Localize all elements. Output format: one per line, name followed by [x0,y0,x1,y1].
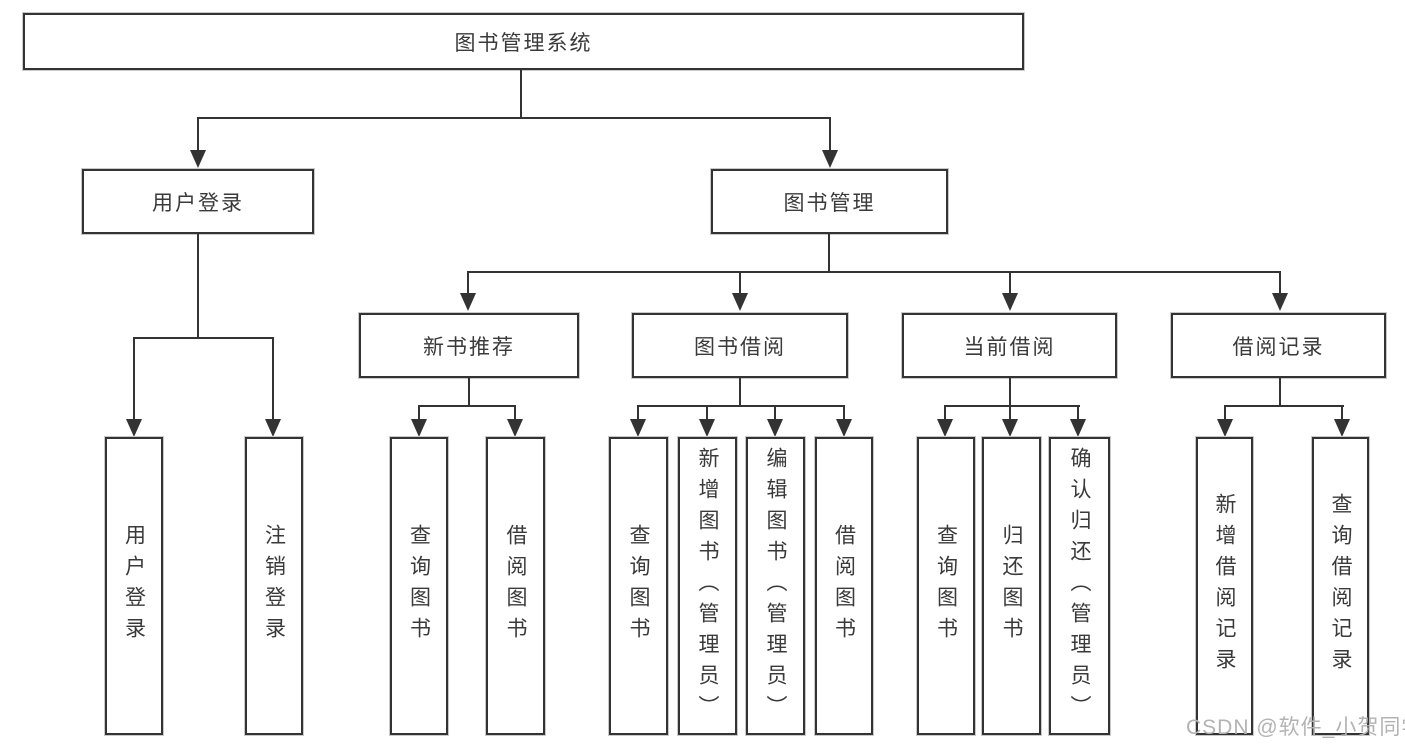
connector-stub [706,405,708,425]
arrow-down [411,419,427,437]
connector-root-horizontal [197,117,831,119]
connector-stub-book-borrow [739,271,741,297]
leaf-label: 查询图书 [627,524,650,648]
connector-stub-new-book [467,271,469,297]
leaf-current-query-book: 查询图书 [916,436,976,736]
connector-stub [843,405,845,425]
leaf-label: 查询借阅记录 [1329,493,1352,679]
leaf-newbook-borrow-book: 借阅图书 [485,436,546,736]
arrow-down [699,419,715,437]
node-label: 用户登录 [152,191,244,215]
node-label: 图书借阅 [694,335,786,359]
connector-stub-borrow-record [1279,271,1281,297]
csdn-watermark: CSDN @软件_小贺同学 [1186,716,1405,739]
connector-stub [944,405,946,425]
connector-stub [1341,405,1343,425]
connector-new-book-vertical [468,377,470,406]
leaf-label: 新增图书（管理员） [696,446,719,726]
connector-current-borrow-vertical [1009,377,1011,406]
connector-stub-current-borrow [1009,271,1011,297]
connector-stub [1224,405,1226,425]
node-book-management: 图书管理 [710,168,949,235]
leaf-borrow-query-book: 查询图书 [608,436,669,736]
arrow-down-book-mgmt [822,150,838,168]
node-book-borrow: 图书借阅 [631,312,849,379]
leaf-current-confirm-return-admin: 确认归还（管理员） [1048,436,1111,736]
leaf-label: 用户登录 [122,524,146,648]
connector-new-book-horizontal [418,405,516,407]
leaf-label: 查询图书 [934,524,958,648]
leaf-borrow-add-book-admin: 新增图书（管理员） [677,436,738,736]
leaf-user-login: 用户登录 [104,436,164,736]
arrow-down-leaf-logout [265,419,281,437]
leaf-label: 注销登录 [262,524,286,648]
arrow-down-borrow-record [1272,293,1288,311]
node-user-login: 用户登录 [81,168,315,235]
leaf-borrow-edit-book-admin: 编辑图书（管理员） [745,436,806,736]
connector-borrow-record-horizontal [1224,405,1344,407]
connector-stub [774,405,776,425]
leaf-label: 新增借阅记录 [1213,493,1236,679]
node-label: 图书管理 [783,191,876,215]
connector-stub-user-login [197,117,199,155]
connector-stub [514,405,516,425]
arrow-down [1002,419,1018,437]
arrow-down [507,419,523,437]
connector-borrow-record-vertical [1279,377,1281,406]
arrow-down-leaf-login [126,419,142,437]
connector-user-login-vertical [197,233,199,338]
leaf-label: 借阅图书 [832,524,856,648]
connector-stub-leaf-logout [272,337,274,425]
leaf-current-return-book: 归还图书 [981,436,1042,736]
arrow-down [937,419,953,437]
node-current-borrow: 当前借阅 [901,312,1118,379]
leaf-record-add-borrow-record: 新增借阅记录 [1195,436,1254,736]
leaf-label: 借阅图书 [504,524,527,648]
connector-stub-book-mgmt [829,117,831,155]
arrow-down-current-borrow [1002,293,1018,311]
leaf-record-query-borrow-record: 查询借阅记录 [1311,436,1370,736]
node-label: 新书推荐 [423,335,515,359]
node-new-book-recommend: 新书推荐 [358,312,580,379]
arrow-down [630,419,646,437]
node-label: 借阅记录 [1232,335,1325,359]
connector-root-vertical [520,68,522,118]
arrow-down [767,419,783,437]
node-borrow-record: 借阅记录 [1170,312,1387,379]
arrow-down-new-book [460,293,476,311]
connector-book-borrow-vertical [739,377,741,406]
connector-stub [637,405,639,425]
connector-book-mgmt-horizontal [467,271,1281,273]
connector-stub [1077,405,1079,425]
node-label: 当前借阅 [963,335,1056,359]
arrow-down [1070,419,1086,437]
node-library-management-system: 图书管理系统 [22,12,1025,71]
arrow-down-user-login [190,150,206,168]
connector-stub-leaf-login [133,337,135,425]
leaf-logout: 注销登录 [244,436,304,736]
leaf-label: 归还图书 [1000,524,1023,648]
arrow-down [1217,419,1233,437]
arrow-down [1334,419,1350,437]
connector-current-borrow-horizontal [944,405,1080,407]
connector-book-mgmt-vertical [828,233,830,272]
leaf-newbook-query-book: 查询图书 [389,436,449,736]
node-label: 图书管理系统 [454,31,593,55]
leaf-label: 编辑图书（管理员） [764,446,787,726]
connector-stub [1009,405,1011,425]
leaf-label: 查询图书 [407,524,431,648]
connector-user-login-horizontal [133,337,274,339]
arrow-down-book-borrow [732,293,748,311]
arrow-down [836,419,852,437]
leaf-label: 确认归还（管理员） [1068,446,1091,726]
leaf-borrow-borrow-book: 借阅图书 [814,436,874,736]
connector-book-borrow-horizontal [637,405,845,407]
connector-stub [418,405,420,425]
